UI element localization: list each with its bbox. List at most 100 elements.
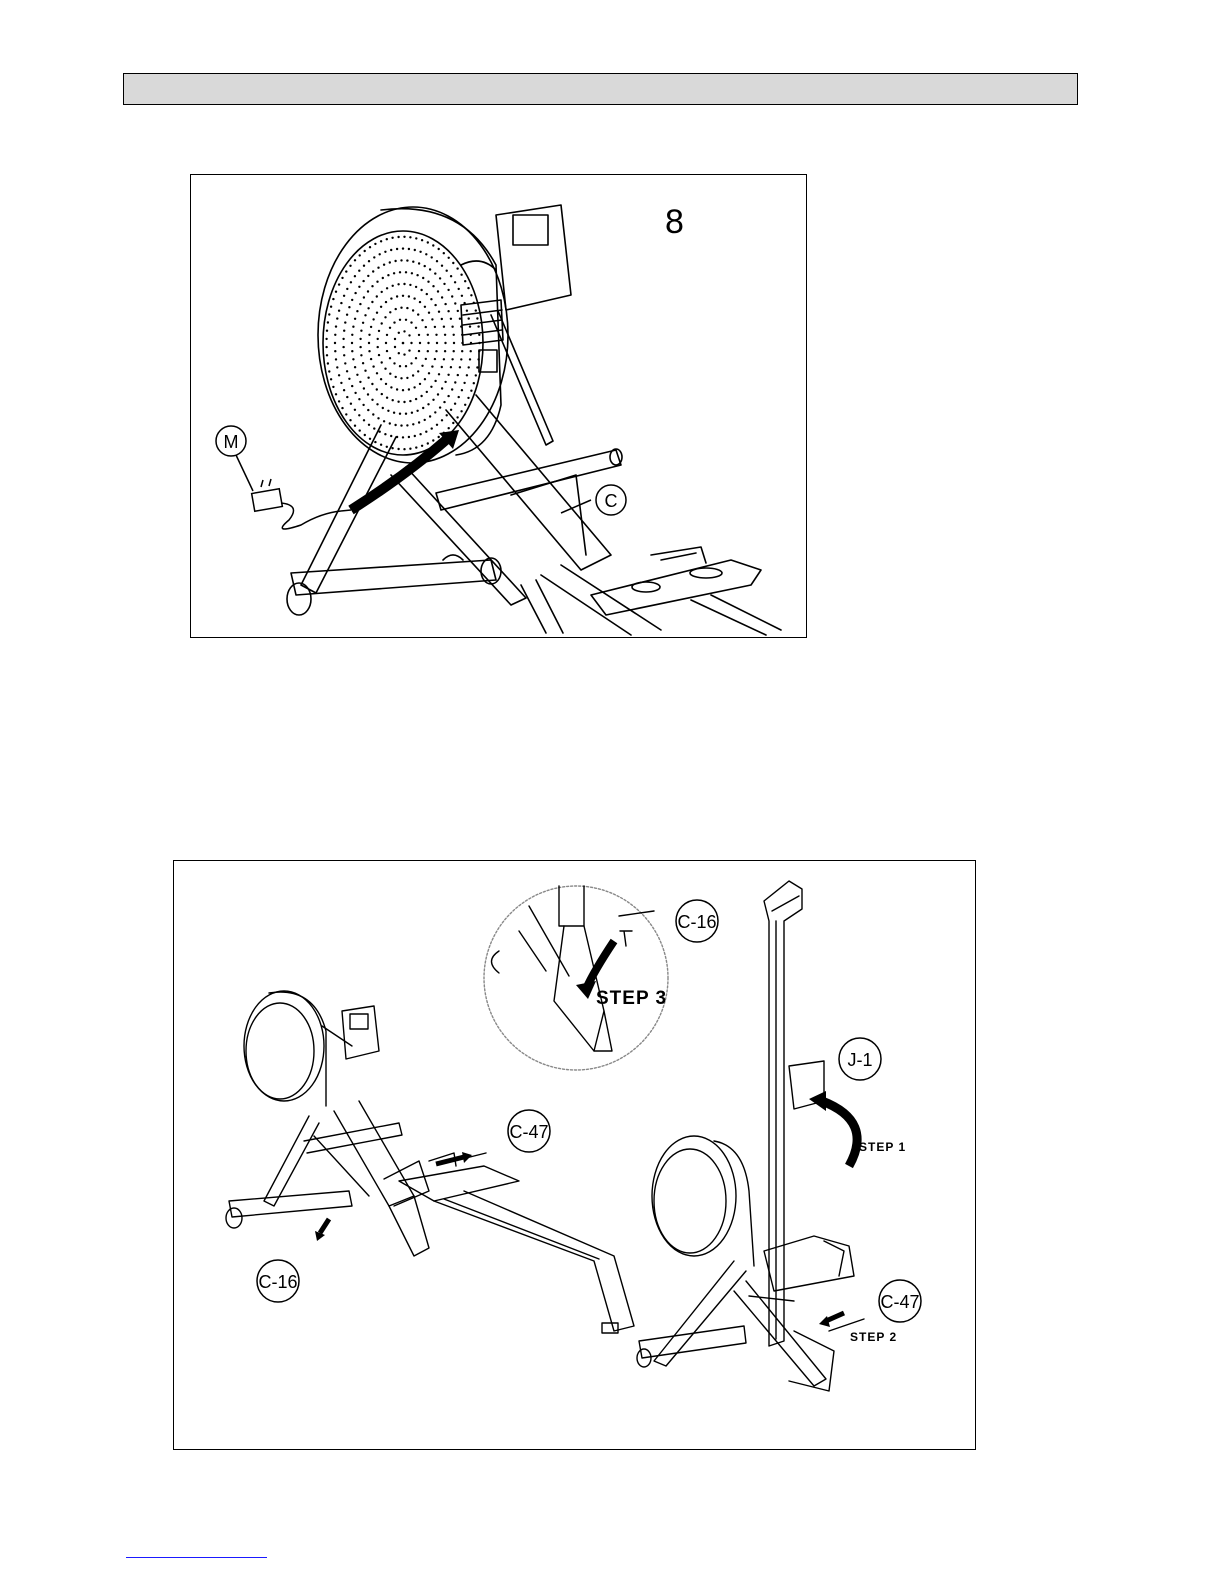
vent-dot <box>358 398 360 400</box>
vent-dot <box>345 270 347 272</box>
vent-dot <box>406 424 408 426</box>
vent-dot <box>328 313 330 315</box>
vent-dot <box>352 358 354 360</box>
vent-dot <box>453 350 455 352</box>
vent-dot <box>338 400 340 402</box>
vent-dot <box>467 287 469 289</box>
fan-vent-dots <box>325 236 480 451</box>
vent-dot <box>334 350 336 352</box>
vent-dot <box>431 365 433 367</box>
vent-dot <box>380 306 382 308</box>
vent-dot <box>444 342 446 344</box>
vent-dot <box>345 413 347 415</box>
vent-dot <box>376 388 378 390</box>
vent-dot <box>464 280 466 282</box>
vent-dot <box>427 342 429 344</box>
vent-dot <box>369 246 371 248</box>
vent-dot <box>406 307 408 309</box>
vent-dot <box>376 281 378 283</box>
vent-dot <box>359 303 361 305</box>
vent-dot <box>430 298 432 300</box>
vent-dot <box>350 281 352 283</box>
vent-dot <box>376 312 378 314</box>
vent-dot <box>461 295 463 297</box>
vent-dot <box>437 290 439 292</box>
vent-dot <box>435 334 437 336</box>
vent-dot <box>359 381 361 383</box>
vent-dot <box>439 406 441 408</box>
vent-dot <box>383 264 385 266</box>
vent-dot <box>332 298 334 300</box>
vent-dot <box>393 362 395 364</box>
vent-dot <box>346 370 348 372</box>
vent-dot <box>344 321 346 323</box>
vent-dot <box>369 438 371 440</box>
vent-dot <box>451 358 453 360</box>
vent-dot <box>447 289 449 291</box>
vent-dot <box>420 395 422 397</box>
vent-dot <box>399 413 401 415</box>
vent-dot <box>372 413 374 415</box>
vent-dot <box>427 403 429 405</box>
vent-dot <box>477 325 479 327</box>
vent-dot <box>382 407 384 409</box>
step-number: 8 <box>665 203 684 242</box>
vent-dot <box>448 427 450 429</box>
vent-dot <box>373 256 375 258</box>
vent-dot <box>368 260 370 262</box>
vent-dot <box>460 358 462 360</box>
vent-dot <box>362 404 364 406</box>
vent-dot <box>456 416 458 418</box>
vent-dot <box>427 442 429 444</box>
vent-dot <box>430 386 432 388</box>
vent-dot <box>381 322 383 324</box>
vent-dot <box>390 297 392 299</box>
vent-dot <box>389 311 391 313</box>
vent-dot <box>368 424 370 426</box>
vent-dot <box>342 338 344 340</box>
vent-dot <box>396 295 398 297</box>
vent-dot <box>409 448 411 450</box>
vent-dot <box>475 309 477 311</box>
vent-dot <box>419 383 421 385</box>
vent-dot <box>443 252 445 254</box>
vent-dot <box>354 392 356 394</box>
vent-dot <box>381 393 383 395</box>
vent-dot <box>394 424 396 426</box>
figure-9-drawing <box>174 861 974 1448</box>
vent-dot <box>409 236 411 238</box>
vent-dot <box>431 318 433 320</box>
vent-dot <box>354 425 356 427</box>
vent-dot <box>346 396 348 398</box>
vent-dot <box>469 325 471 327</box>
vent-dot <box>406 259 408 261</box>
vent-dot <box>450 275 452 277</box>
vent-dot <box>434 326 436 328</box>
vent-dot <box>467 397 469 399</box>
vent-dot <box>422 407 424 409</box>
vent-dot <box>372 318 374 320</box>
vent-dot <box>443 401 445 403</box>
vent-dot <box>397 401 399 403</box>
vent-dot <box>343 295 345 297</box>
vent-dot <box>330 378 332 380</box>
vent-dot <box>377 338 379 340</box>
vent-dot <box>415 327 417 329</box>
vent-dot <box>414 435 416 437</box>
vent-dot <box>381 291 383 293</box>
vent-dot <box>466 310 468 312</box>
vent-dot <box>415 446 417 448</box>
vent-dot <box>336 366 338 368</box>
vent-dot <box>413 386 415 388</box>
vent-dot <box>362 362 364 364</box>
vent-dot <box>386 397 388 399</box>
vent-dot <box>359 338 361 340</box>
vent-dot <box>392 285 394 287</box>
vent-dot <box>405 271 407 273</box>
vent-dot <box>461 334 463 336</box>
vent-dot <box>412 374 414 376</box>
vent-dot <box>418 262 420 264</box>
vent-dot <box>438 311 440 313</box>
vent-dot <box>434 272 436 274</box>
vent-dot <box>406 377 408 379</box>
